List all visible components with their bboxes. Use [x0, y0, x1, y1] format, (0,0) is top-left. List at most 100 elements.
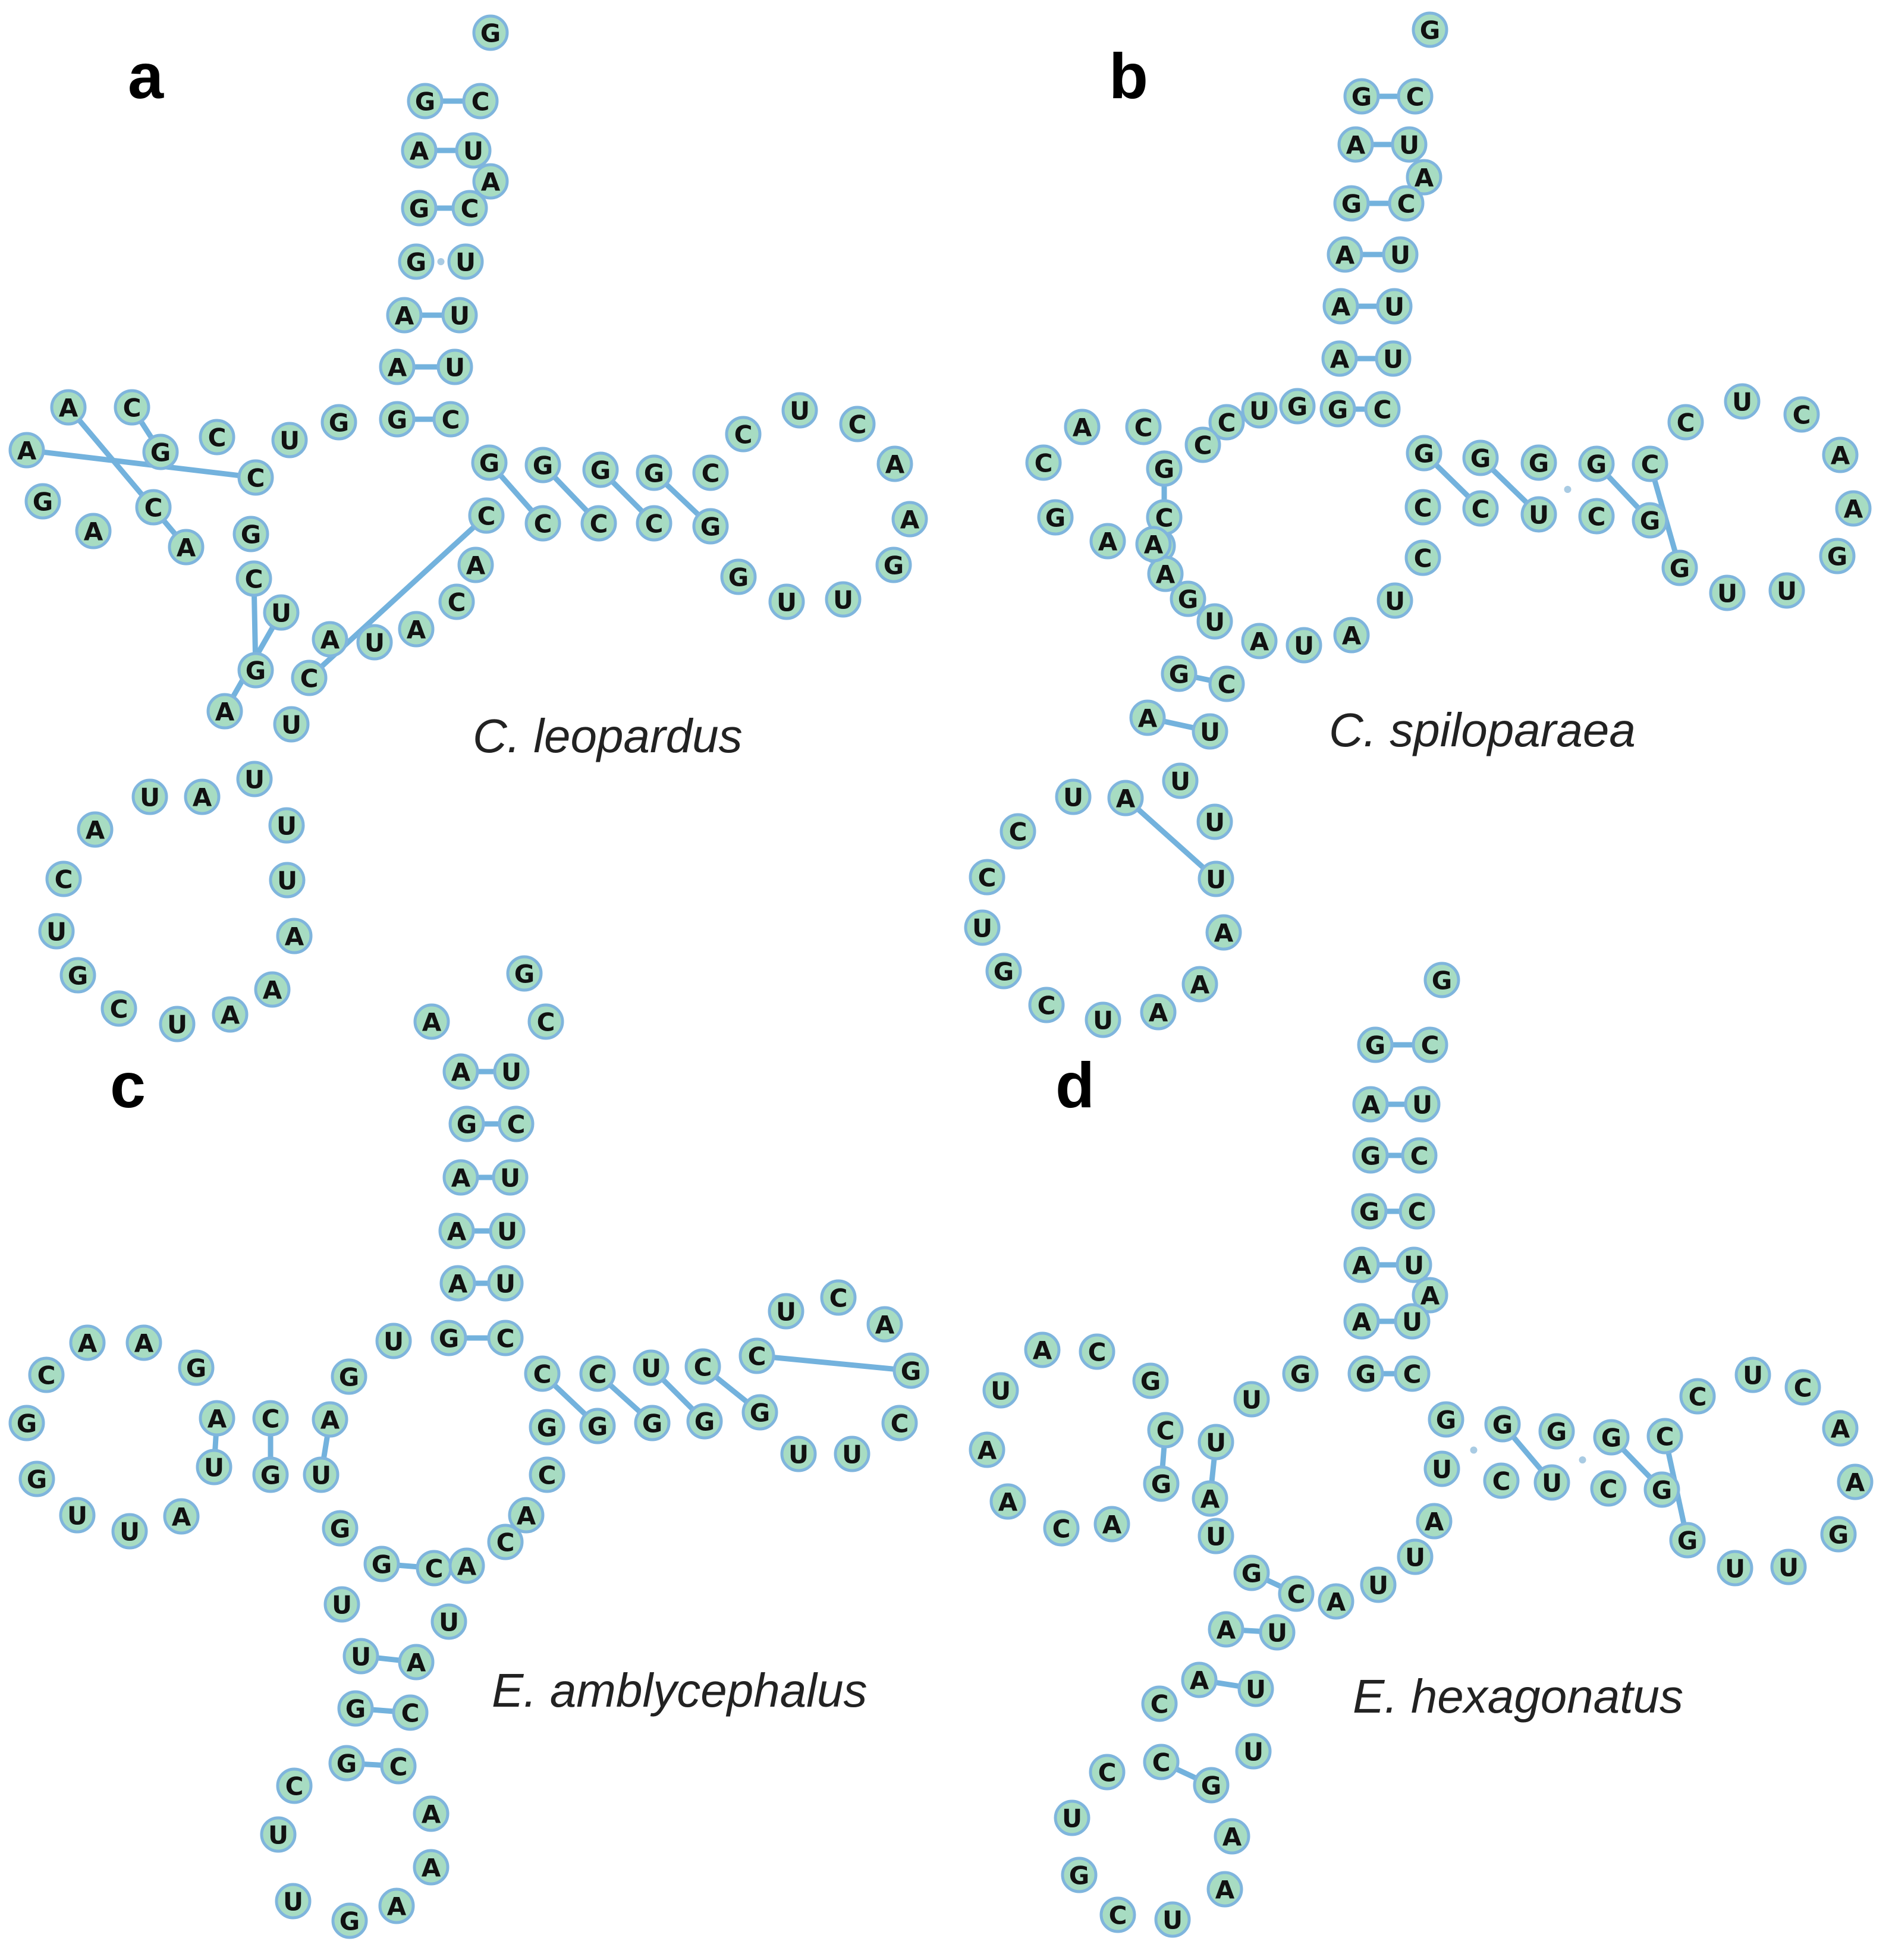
- nucleotide-letter: G: [533, 451, 553, 480]
- nucleotide-circle: [38, 913, 75, 950]
- nucleotide-letter: A: [481, 168, 501, 197]
- nucleotide-letter: C: [1406, 83, 1425, 112]
- nucleotide-circle: [1394, 1303, 1431, 1340]
- nucleotide-U: U: [1533, 1464, 1570, 1501]
- nucleotide-C: C: [45, 860, 82, 897]
- nucleotide-circle: [1140, 994, 1177, 1031]
- nucleotide-G: G: [741, 1394, 778, 1431]
- nucleotide-letter: A: [457, 1552, 477, 1581]
- nucleotide-circle: [891, 501, 928, 538]
- nucleotide-letter: U: [167, 1010, 187, 1039]
- nucleotide-C: C: [1784, 1369, 1821, 1406]
- nucleotide-circle: [1089, 523, 1126, 560]
- nucleotide-A: A: [1822, 1410, 1859, 1447]
- nucleotide-circle: [413, 1795, 450, 1832]
- nucleotide-letter: U: [1778, 1553, 1799, 1582]
- nucleotide-letter: A: [422, 1854, 441, 1883]
- nucleotide-C: C: [1079, 1333, 1115, 1370]
- nucleotide-letter: C: [978, 863, 997, 893]
- nucleotide-C: C: [1208, 404, 1245, 441]
- nucleotide-A: A: [168, 529, 205, 566]
- nucleotide-circle: [1196, 803, 1233, 840]
- nucleotide-C: C: [1364, 391, 1401, 428]
- nucleotide-circle: [111, 1513, 148, 1550]
- nucleotide-U: U: [1391, 126, 1428, 163]
- nucleotide-A: A: [1837, 1463, 1874, 1500]
- nucleotide-A: A: [401, 132, 438, 169]
- nucleotide-circle: [1319, 391, 1356, 428]
- nucleotide-circle: [1079, 1333, 1115, 1370]
- nucleotide-A: A: [1208, 1611, 1244, 1648]
- base-pair-bond: [1174, 1767, 1198, 1780]
- nucleotide-G: G: [720, 558, 757, 595]
- nucleotide-letter: A: [422, 1800, 441, 1829]
- nucleotide-C: C: [1667, 404, 1704, 441]
- nucleotide-G: G: [407, 83, 444, 120]
- nucleotide-C: C: [28, 1356, 65, 1393]
- base-pair-bond: [1511, 1435, 1544, 1472]
- nucleotide-circle: [462, 83, 499, 120]
- nucleotide-circle: [1578, 498, 1615, 535]
- nucleotide-U: U: [430, 1603, 467, 1640]
- nucleotide-circle: [1162, 762, 1199, 799]
- nucleotide-circle: [1406, 159, 1442, 196]
- nucleotide-circle: [436, 348, 473, 385]
- nucleotide-letter: U: [455, 248, 476, 277]
- nucleotide-letter: C: [1599, 1475, 1618, 1504]
- nucleotide-letter: A: [1102, 1510, 1122, 1540]
- nucleotide-circle: [487, 1320, 524, 1356]
- nucleotide-letter: A: [388, 353, 407, 382]
- nucleotide-circle: [472, 14, 509, 51]
- nucleotide-G: G: [692, 508, 729, 545]
- nucleotide-A: A: [1205, 914, 1242, 951]
- nucleotide-G: G: [448, 1105, 485, 1142]
- nucleotide-circle: [178, 1349, 215, 1386]
- nucleotide-A: A: [891, 501, 928, 538]
- nucleotide-U: U: [1286, 627, 1322, 664]
- nucleotide-U: U: [323, 1586, 360, 1623]
- nucleotide-letter: G: [590, 456, 611, 485]
- nucleotide-A: A: [508, 1497, 545, 1534]
- nucleotide-C: C: [1632, 445, 1668, 482]
- nucleotide-A: A: [1089, 523, 1126, 560]
- nucleotide-G: G: [636, 454, 672, 491]
- nucleotide-circle: [1397, 78, 1434, 115]
- nucleotide-circle: [1135, 526, 1172, 563]
- nucleotide-C: C: [1404, 489, 1441, 526]
- nucleotide-U: U: [489, 1213, 526, 1249]
- nucleotide-letter: G: [186, 1354, 206, 1383]
- nucleotide-letter: C: [694, 1353, 712, 1382]
- nucleotide-circle: [1278, 1575, 1315, 1612]
- nucleotide-circle: [1132, 1362, 1169, 1399]
- nucleotide-letter: A: [59, 394, 78, 423]
- nucleotide-A: A: [1241, 623, 1278, 659]
- panel-label-d: d: [1055, 1049, 1095, 1121]
- nucleotide-letter: C: [1397, 190, 1416, 219]
- nucleotide-circle: [212, 996, 249, 1033]
- base-pair-bond: [498, 473, 534, 513]
- nucleotide-G: G: [24, 483, 61, 520]
- nucleotide-circle: [1205, 914, 1242, 951]
- nucleotide-C: C: [1646, 1418, 1683, 1455]
- nucleotide-G: G: [337, 1690, 374, 1727]
- nucleotide-circle: [375, 1323, 412, 1359]
- nucleotide-circle: [275, 1883, 312, 1920]
- nucleotide-A: A: [866, 1306, 903, 1343]
- nucleotide-A: A: [1206, 1871, 1243, 1908]
- nucleotide-G: G: [237, 652, 274, 689]
- nucleotide-G: G: [1161, 655, 1198, 692]
- nucleotide-C: C: [580, 505, 617, 542]
- nucleotide-G: G: [1820, 1516, 1857, 1553]
- nucleotide-A: A: [312, 621, 348, 658]
- nucleotide-A: A: [1064, 409, 1101, 445]
- base-pair-bond: [212, 1433, 219, 1452]
- nucleotide-circle: [1141, 1685, 1178, 1722]
- nucleotide-circle: [472, 163, 509, 200]
- nucleotide-circle: [1025, 444, 1062, 481]
- nucleotide-letter: A: [1831, 441, 1850, 470]
- nucleotide-circle: [1147, 1412, 1184, 1449]
- nucleotide-C: C: [969, 859, 1005, 896]
- nucleotide-letter: U: [1717, 579, 1737, 608]
- nucleotide-letter: U: [46, 918, 67, 947]
